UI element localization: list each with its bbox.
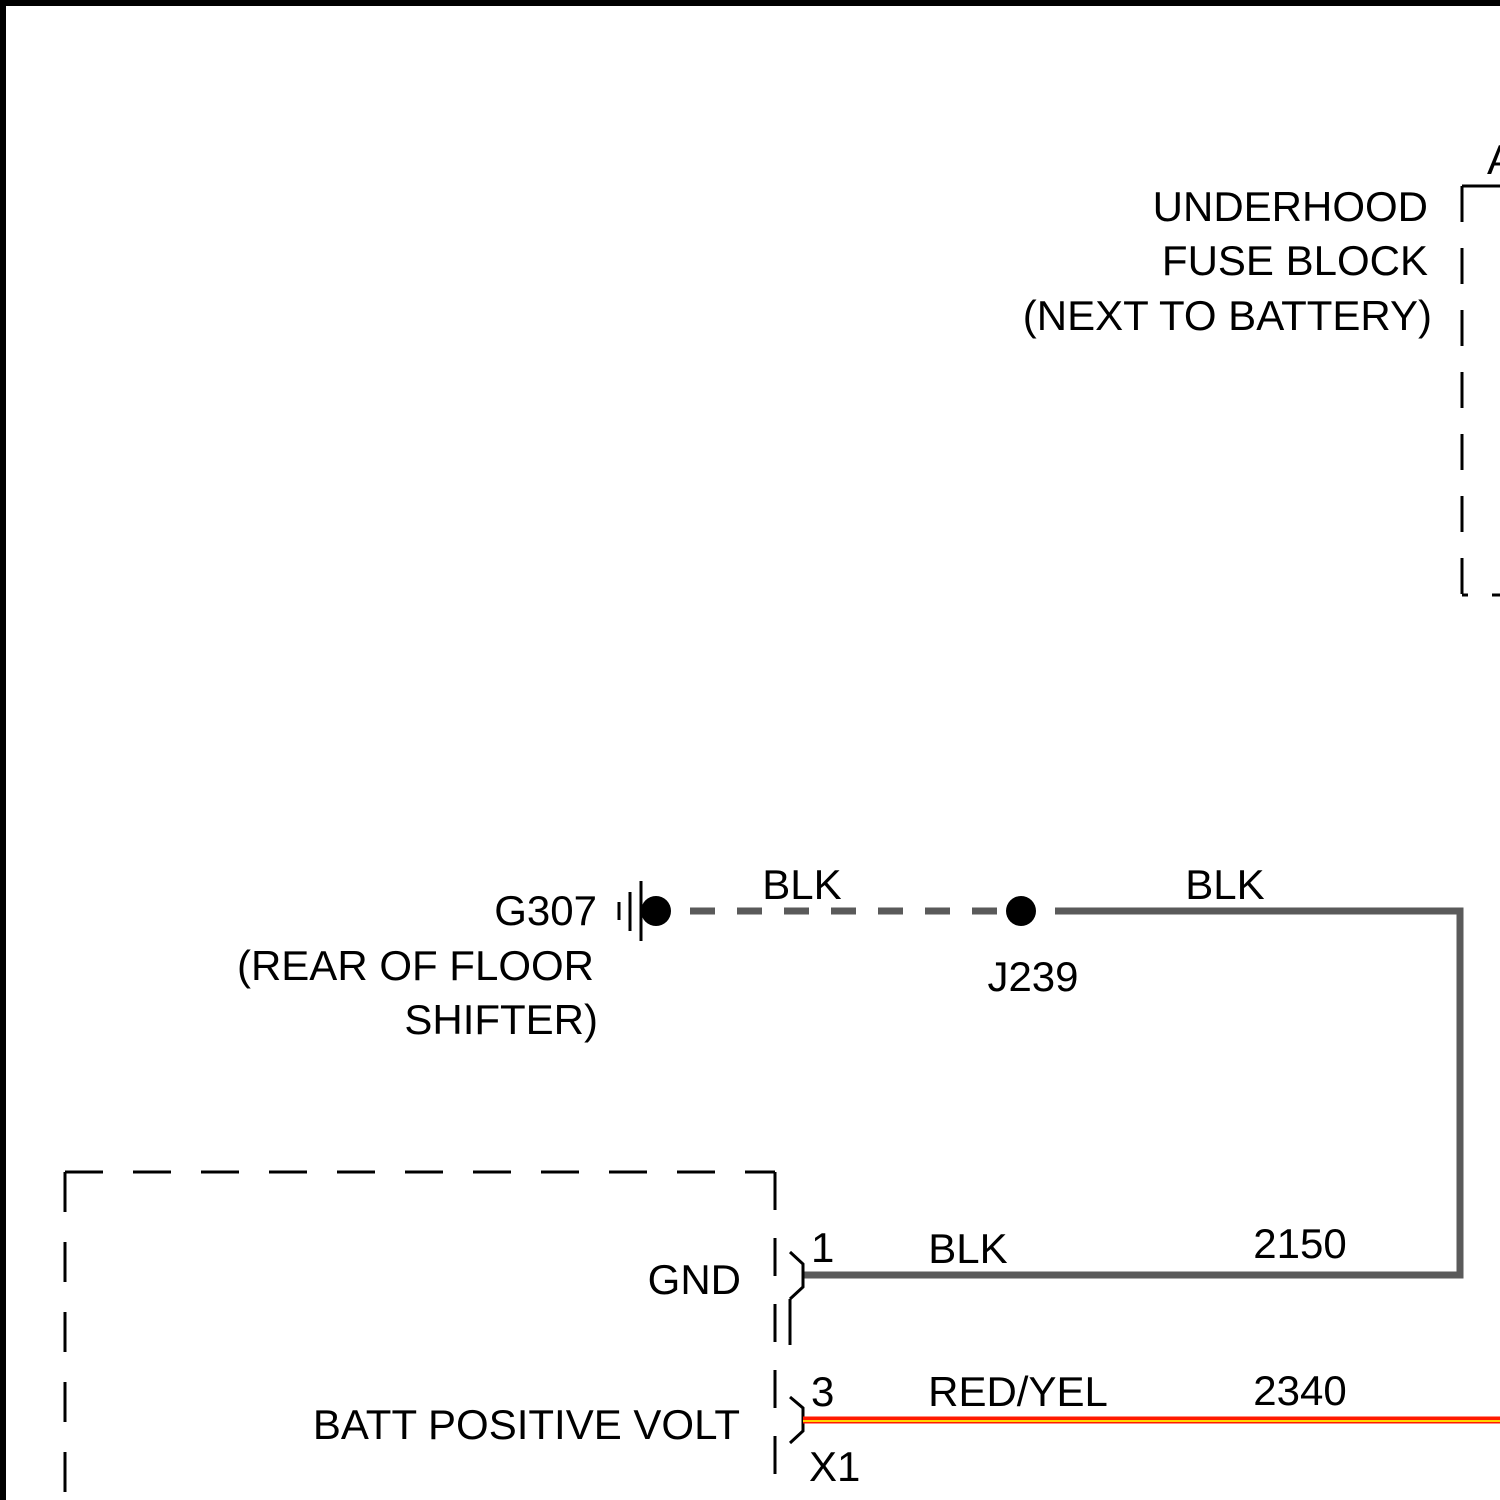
module-outline (65, 1172, 775, 1500)
batt-wire-color: RED/YEL (928, 1368, 1108, 1415)
connector-id: X1 (809, 1443, 860, 1490)
splice-dot (1006, 896, 1036, 926)
connector-x1-terminals (790, 1252, 803, 1443)
splice-id: J239 (987, 953, 1078, 1000)
ground-connection-dot (641, 896, 671, 926)
ground-location-line2: SHIFTER) (404, 996, 598, 1043)
pin-3-number: 3 (811, 1368, 834, 1415)
ground-symbol (619, 881, 641, 941)
gnd-wire-color: BLK (928, 1225, 1007, 1272)
fuse-block-outline (1462, 186, 1500, 595)
fuse-block-edge-glyph: A (1487, 136, 1500, 183)
gnd-circuit-number: 2150 (1253, 1220, 1346, 1267)
ground-location-line1: (REAR OF FLOOR (237, 942, 594, 989)
fuse-block-name-line1: UNDERHOOD (1153, 183, 1428, 230)
pin-1-number: 1 (811, 1224, 834, 1271)
pin-1-name: GND (648, 1256, 741, 1303)
batt-circuit-number: 2340 (1253, 1367, 1346, 1414)
ground-id: G307 (494, 887, 597, 934)
wire-ground-to-splice-color: BLK (762, 861, 841, 908)
wire-splice-to-gnd-pin (803, 911, 1460, 1275)
fuse-block-location: (NEXT TO BATTERY) (1023, 292, 1432, 339)
wire-splice-to-harness-color: BLK (1185, 861, 1264, 908)
fuse-block-name-line2: FUSE BLOCK (1162, 237, 1428, 284)
pin-3-name: BATT POSITIVE VOLT (313, 1401, 740, 1448)
